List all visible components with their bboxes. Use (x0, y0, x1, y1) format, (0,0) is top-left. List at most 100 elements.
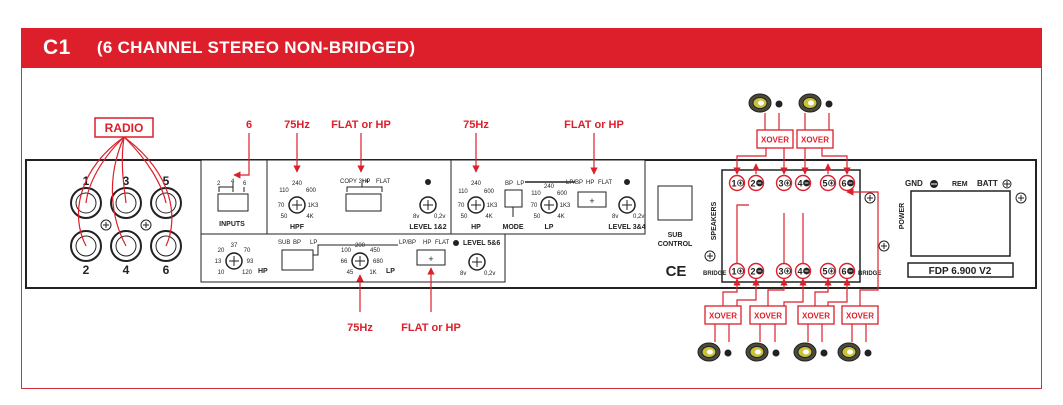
mount-screw-icon (100, 219, 112, 231)
xover-top-left: XOVER (756, 129, 794, 149)
speaker-top-right (798, 93, 833, 113)
model-badge (907, 262, 1014, 278)
hp34-scale-240: 240 (471, 181, 482, 187)
hp56-scale-93: 93 (247, 259, 254, 265)
mode56-switch[interactable] (281, 249, 314, 271)
speakers-label: SPEAKERS (711, 201, 718, 240)
lp56-knob[interactable] (351, 252, 369, 270)
speaker-terminal-bottom-6[interactable]: 6 (838, 262, 856, 280)
terminal-number: 6 (841, 267, 846, 277)
lpbp34-tick-flat: FLAT (598, 180, 613, 186)
sub-control-port[interactable] (657, 185, 693, 221)
speaker-terminal-dot (772, 349, 780, 357)
xover-label: XOVER (761, 136, 789, 145)
terminal-number: 1 (731, 179, 736, 189)
gnd-label: GND (905, 179, 923, 188)
screw-icon (704, 250, 716, 262)
hpf-knob[interactable] (288, 196, 306, 214)
speaker-terminal-bottom-1[interactable]: 1 (728, 262, 746, 280)
mount-screw-icon (140, 219, 152, 231)
terminal-number: 2 (750, 179, 755, 189)
plus-icon: + (589, 196, 594, 206)
speaker-terminal-top-6[interactable]: 6 (838, 174, 856, 192)
minus-icon (847, 267, 854, 275)
lp56-scale-1k: 1K (369, 270, 376, 276)
copy-tick-hp: HP (362, 179, 370, 185)
xover-bottom-3: XOVER (797, 305, 835, 325)
hp56-knob[interactable] (225, 252, 243, 270)
plus-icon (737, 179, 744, 187)
lp56-scale-66: 66 (341, 259, 348, 265)
lp34-scale-1k3: 1K3 (560, 203, 571, 209)
section-title: (6 CHANNEL STEREO NON-BRIDGED) (96, 38, 416, 57)
copy-mode-switch[interactable] (345, 193, 382, 212)
lpbp34-switch[interactable] (577, 191, 607, 208)
level56-scale-min: 8v (460, 271, 466, 277)
copy-tick-copy34: COPY 3+4 (340, 179, 369, 185)
lp34-scale-4k: 4K (557, 214, 564, 220)
speaker-terminal-bottom-4[interactable]: 4 (794, 262, 812, 280)
lp34-scale-50: 50 (534, 214, 541, 220)
speaker-terminal-top-2[interactable]: 2 (747, 174, 765, 192)
ce-mark: CE (666, 263, 687, 280)
led-indicator (624, 179, 630, 185)
level-5-6-knob[interactable] (468, 253, 486, 271)
speaker-terminal-top-5[interactable]: 5 (819, 174, 837, 192)
xover-bottom-1: XOVER (704, 305, 742, 325)
section-code: C1 (43, 36, 71, 59)
hp56-scale-70: 70 (244, 248, 251, 254)
hp34-scale-50: 50 (461, 214, 468, 220)
minus-icon (847, 179, 854, 187)
speaker-terminal-dot (820, 349, 828, 357)
lpbp56-switch[interactable] (416, 249, 446, 266)
speaker-terminal-bottom-3[interactable]: 3 (775, 262, 793, 280)
hpf-callout: 75Hz (284, 119, 310, 131)
mode34-tick-lp: LP (517, 181, 524, 187)
level56-label: LEVEL 5&6 (463, 240, 500, 247)
inputs-callout: 6 (246, 119, 252, 131)
plus-icon (737, 267, 744, 275)
hp34-scale-1k3: 1K3 (487, 203, 498, 209)
speaker-terminal-top-4[interactable]: 4 (794, 174, 812, 192)
hpf-scale-1k3: 1K3 (308, 203, 319, 209)
speaker-top-left (748, 93, 783, 113)
hp56-scale-10: 10 (218, 270, 225, 276)
level34-label: LEVEL 3&4 (608, 224, 645, 231)
inputs-switch[interactable] (217, 193, 249, 212)
xover-top-right: XOVER (796, 129, 834, 149)
bridge-label-left: BRIDGE (703, 271, 726, 277)
speaker-terminal-bottom-5[interactable]: 5 (819, 262, 837, 280)
speaker-terminal-top-1[interactable]: 1 (728, 174, 746, 192)
radio-wires (77, 136, 173, 247)
level-1-2-knob[interactable] (419, 196, 437, 214)
mode34-switch[interactable] (504, 189, 523, 208)
plus-icon (784, 267, 791, 275)
mode56-tick-lp: LP (310, 240, 317, 246)
screw-icon (1015, 192, 1027, 204)
speaker-terminal-top-3[interactable]: 3 (775, 174, 793, 192)
xover-label: XOVER (846, 312, 874, 321)
level-3-4-knob[interactable] (618, 196, 636, 214)
power-terminal-block (910, 190, 1011, 257)
header-banner: C1 (6 CHANNEL STEREO NON-BRIDGED) (21, 28, 1042, 68)
sub-control-line2: CONTROL (658, 241, 693, 248)
hp56-scale-120: 120 (242, 270, 253, 276)
plus-icon: + (428, 254, 433, 264)
rca-number-2: 2 (83, 263, 90, 277)
led-indicator (453, 240, 459, 246)
hp34-knob[interactable] (467, 196, 485, 214)
hp34-callout: 75Hz (463, 119, 489, 131)
speaker-terminal-dot (775, 100, 783, 108)
speaker-bottom-1 (697, 342, 732, 362)
lpbp56-tick-hp: HP (423, 240, 431, 246)
hp34-scale-600: 600 (484, 189, 495, 195)
power-label: POWER (899, 203, 906, 229)
bridge-label-right: BRIDGE (858, 271, 881, 277)
lp34-knob[interactable] (540, 196, 558, 214)
speaker-terminal-dot (864, 349, 872, 357)
speaker-terminal-bottom-2[interactable]: 2 (747, 262, 765, 280)
rca-number-3: 3 (123, 174, 130, 188)
lp56-scale-450: 450 (370, 248, 381, 254)
hp56-scale-20: 20 (218, 248, 225, 254)
terminal-number: 4 (797, 179, 802, 189)
